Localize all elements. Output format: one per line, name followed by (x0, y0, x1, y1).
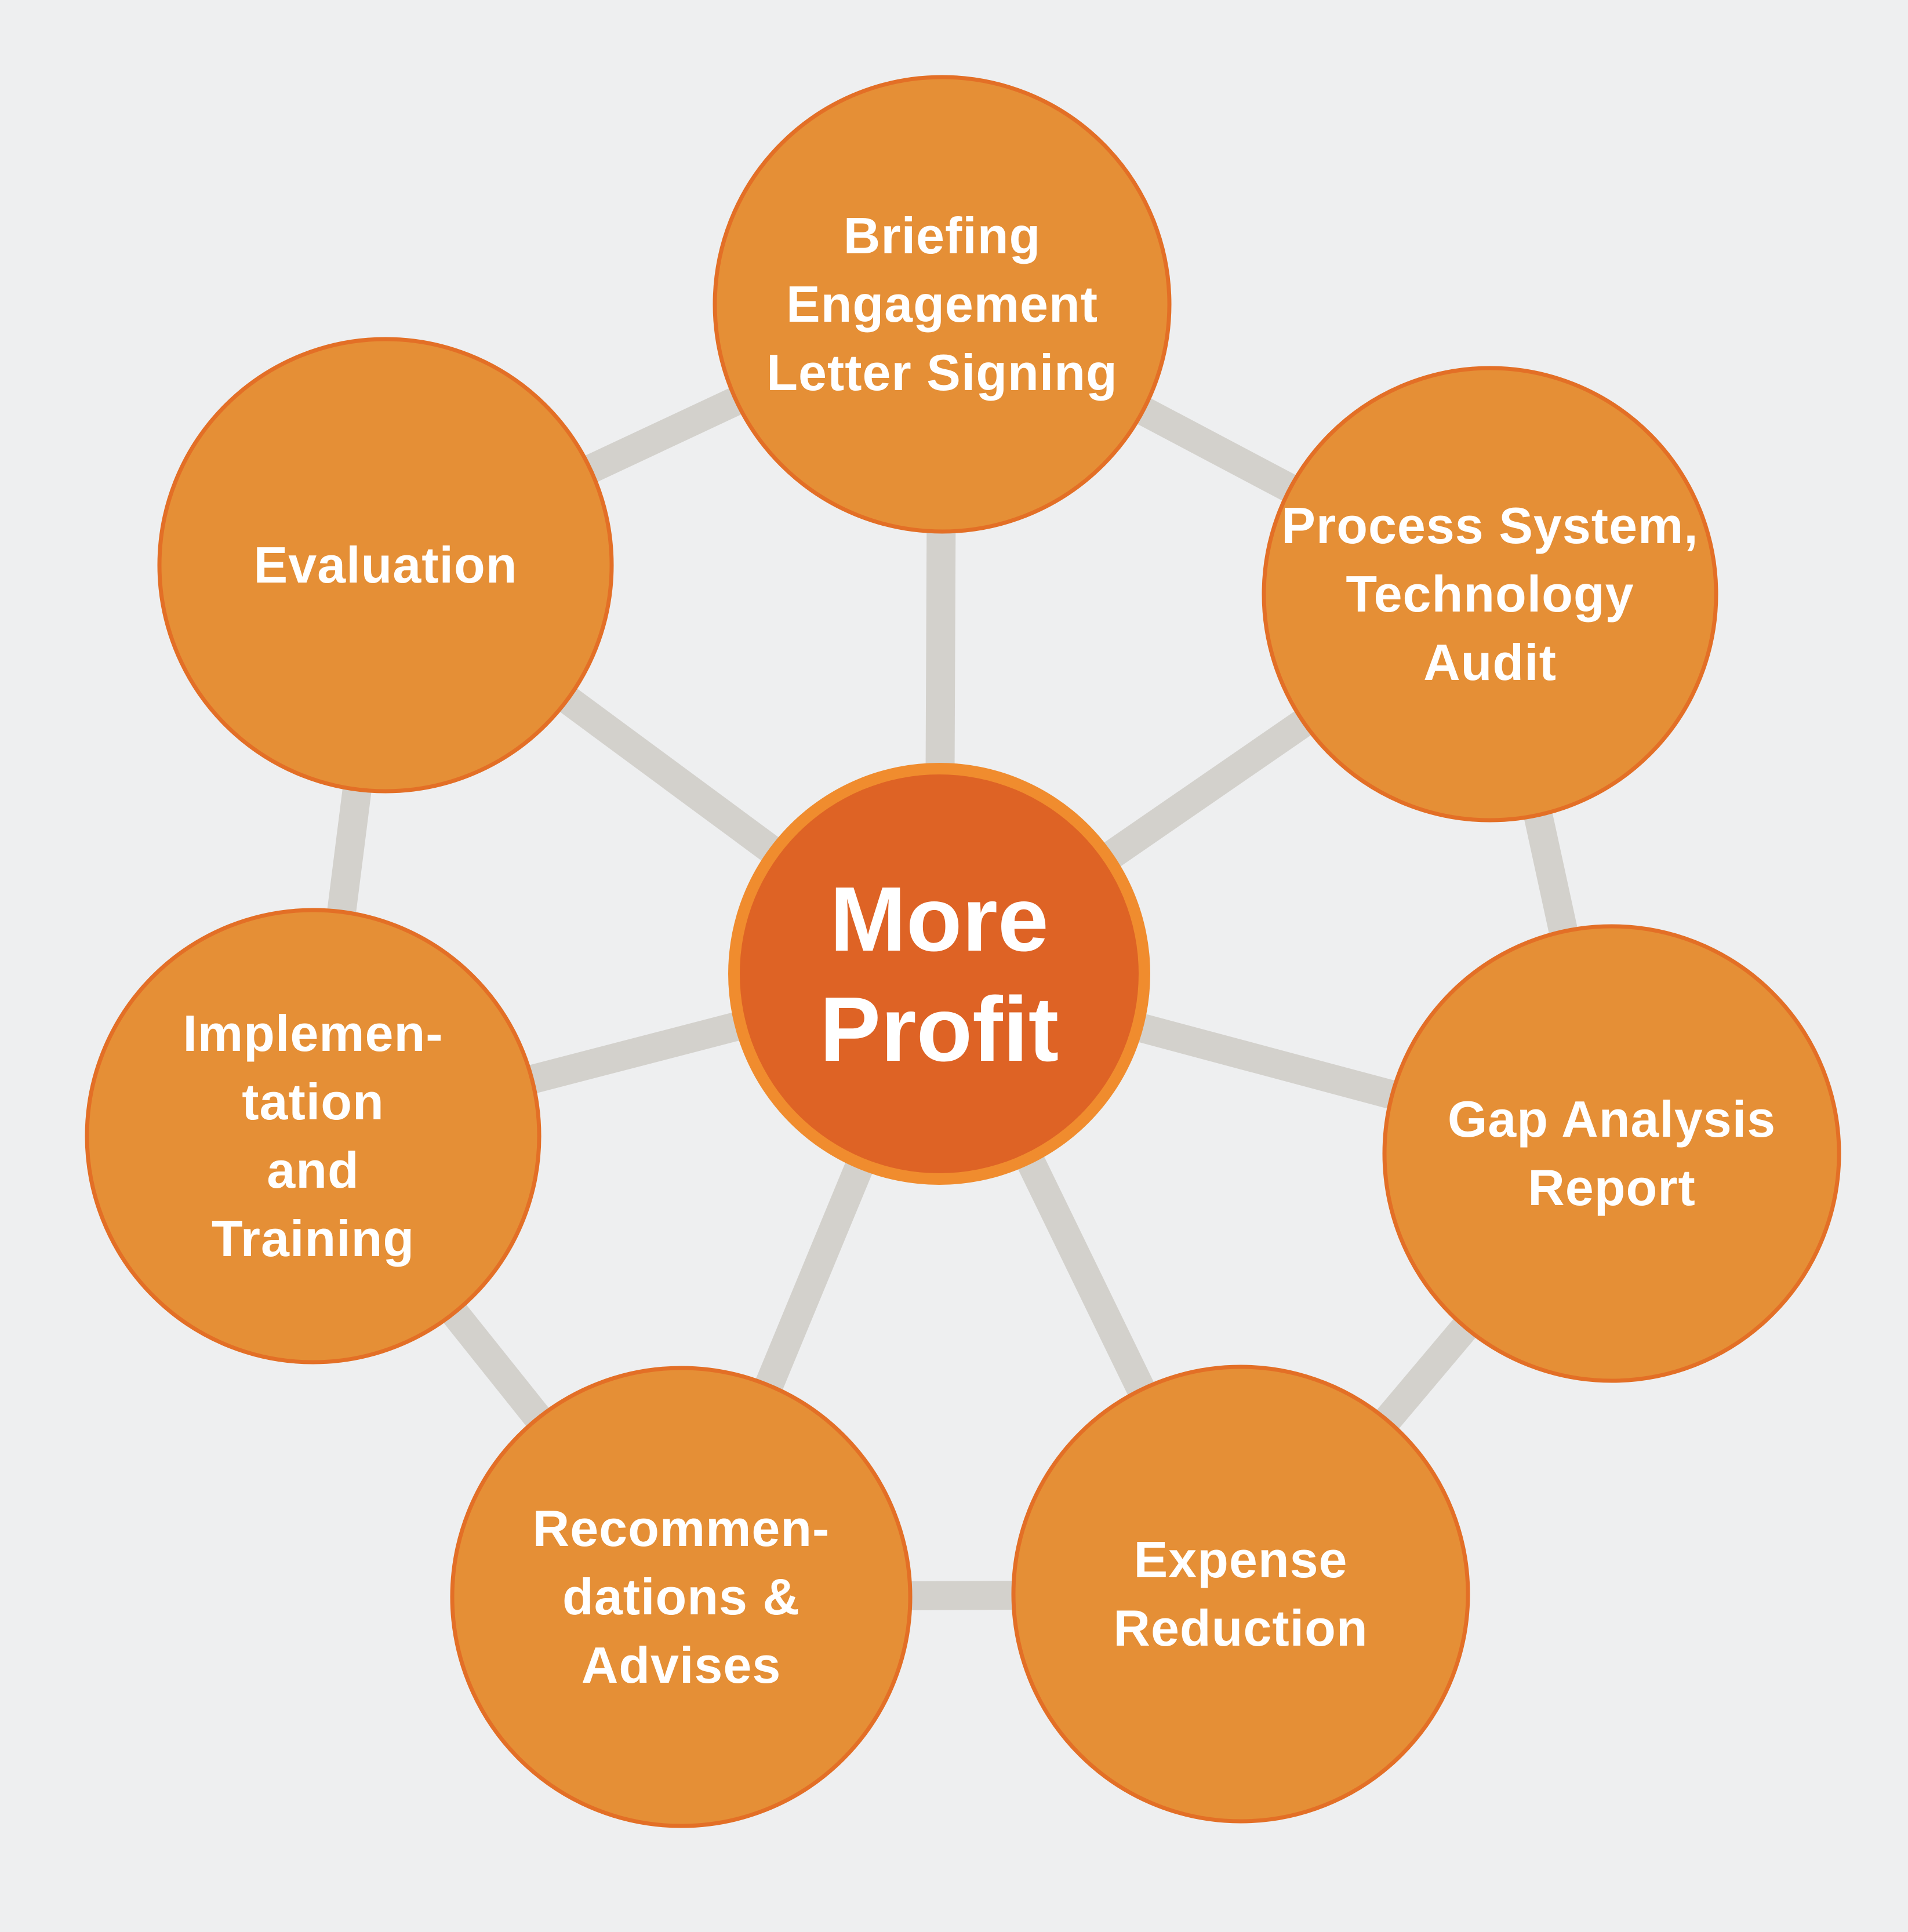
node-circle-recommendations (450, 1366, 913, 1828)
node-label-gap-analysis-line-1: Gap Analysis (1448, 1090, 1776, 1148)
node-label-recommendations-line-1: Recommen- (533, 1500, 830, 1557)
center-label-line-2: Profit (820, 978, 1059, 1080)
node-label-implementation-line-2: tation (242, 1073, 384, 1130)
node-label-implementation-line-1: Implemen- (183, 1005, 443, 1062)
node-label-evaluation-line-1: Evaluation (254, 536, 518, 594)
node-label-audit-line-2: Technology (1346, 565, 1634, 623)
node-label-expense-reduction-line-1: Expense (1134, 1531, 1348, 1588)
node-label-implementation-line-4: Training (212, 1210, 415, 1267)
node-label-audit-line-3: Audit (1423, 634, 1557, 691)
node-circle-gap-analysis (1382, 924, 1841, 1383)
node-evaluation: Evaluation (157, 337, 614, 794)
node-label-briefing-line-2: Engagement (786, 275, 1098, 333)
node-label-expense-reduction-line-2: Reduction (1113, 1599, 1368, 1657)
node-circle-audit (1262, 366, 1718, 823)
node-label-briefing-line-3: Letter Signing (766, 344, 1118, 401)
center-circle (740, 774, 1139, 1173)
node-label-audit-line-1: Process System, (1281, 497, 1698, 554)
node-label-briefing-line-1: Briefing (844, 207, 1041, 264)
node-circle-briefing (713, 75, 1172, 534)
node-circle-expense-reduction (1011, 1365, 1470, 1824)
node-recommendations: Recommen-dations & Advises (450, 1366, 913, 1828)
node-label-recommendations-line-3: Advises (582, 1636, 782, 1694)
node-label-recommendations-line-2: dations & (562, 1568, 800, 1625)
node-label-implementation-line-3: and (267, 1141, 359, 1199)
node-circle-implementation (85, 908, 541, 1365)
center-label-line-1: More (830, 868, 1049, 970)
node-circle-evaluation (157, 337, 614, 794)
node-label-gap-analysis-line-2: Report (1528, 1159, 1696, 1216)
